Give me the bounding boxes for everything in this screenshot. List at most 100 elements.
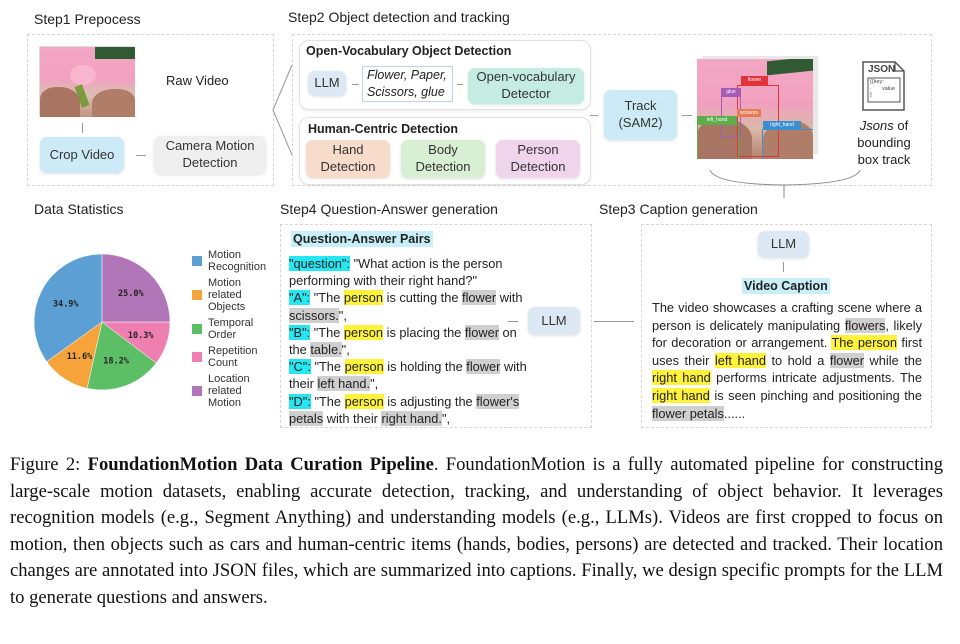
step2-title: Step2 Object detection and tracking <box>288 9 510 25</box>
qa-text: "The <box>310 324 344 340</box>
qa-person: person <box>344 359 384 375</box>
stats-title: Data Statistics <box>34 201 124 217</box>
caption-text-segment: first uses their <box>652 335 923 368</box>
qa-text: "The <box>310 393 345 409</box>
legend-swatch <box>192 386 202 396</box>
qa-object: flower <box>466 359 501 375</box>
open-vocab-detector-box: Open-vocabulary Detector <box>468 68 584 104</box>
caption-text-segment: while the <box>864 352 922 368</box>
bbox-label: left_hand <box>697 116 737 124</box>
step2-panel <box>292 34 932 186</box>
qa-option: "D": "The person is adjusting the flower… <box>289 393 529 427</box>
step4-title: Step4 Question-Answer generation <box>280 201 498 217</box>
qa-question: "question": "What action is the person p… <box>289 255 529 289</box>
qa-object: scissors. <box>289 307 339 323</box>
raw-video-thumbnail <box>38 45 135 117</box>
crop-video-box: Crop Video <box>40 137 124 173</box>
raw-video-label: Raw Video <box>166 73 229 88</box>
json-file-icon: JSON {{key: value } <box>859 60 907 112</box>
qa-pairs: "question": "What action is the person p… <box>289 255 529 427</box>
qa-object: table. <box>310 342 342 358</box>
qa-options: "A": "The person is cutting the flower w… <box>289 289 529 427</box>
qa-text: ", <box>370 376 379 392</box>
qa-object: flower <box>462 290 497 306</box>
qa-person: person <box>343 324 384 340</box>
json-line: } <box>870 92 872 98</box>
pie-slice <box>86 321 157 391</box>
human-centric-title: Human-Centric Detection <box>308 122 459 136</box>
caption-highlight: right hand <box>652 370 711 386</box>
arrow-left <box>594 321 634 322</box>
object-list-line: Scissors, glue <box>367 85 445 99</box>
caption-llm-box: LLM <box>758 231 809 258</box>
json-caption-rest: of bounding box track <box>857 118 911 167</box>
caption-highlight: right hand <box>652 387 710 403</box>
json-icon-content: {{key: value } <box>870 79 895 99</box>
step4-panel <box>280 224 592 428</box>
arrow-right <box>136 155 146 156</box>
legend-item: Temporal Order <box>192 317 282 341</box>
track-sam2-box: Track (SAM2) <box>604 90 677 140</box>
arrow-down <box>82 123 83 133</box>
qa-object: flower <box>464 324 499 340</box>
legend-swatch <box>192 352 202 362</box>
legend-swatch <box>192 256 202 266</box>
figure-caption-text: . FoundationMotion is a fully automated … <box>10 454 943 608</box>
arrow-left <box>508 321 518 322</box>
figure-title: FoundationMotion Data Curation Pipeline <box>87 454 434 475</box>
legend-label: Location related Motion <box>208 373 250 409</box>
step1-title: Step1 Prepocess <box>34 11 141 27</box>
caption-text-segment: , likely for decoration or arrangement. <box>652 317 922 351</box>
qa-key: "A": <box>289 290 311 306</box>
legend-swatch <box>192 324 202 334</box>
branch-connector <box>272 64 293 156</box>
qa-person: person <box>344 393 384 409</box>
caption-highlight: left hand <box>714 352 766 368</box>
caption-text-segment: is seen pinching and positioning the <box>709 387 922 403</box>
object-list-box: Flower, Paper, Scissors, glue <box>362 66 453 102</box>
qa-text: with <box>496 290 523 306</box>
qa-text: ", <box>441 410 451 426</box>
open-vocab-title: Open-Vocabulary Object Detection <box>306 44 512 58</box>
step3-title: Step3 Caption generation <box>599 201 758 217</box>
pie-slice-label: 18.2% <box>103 356 129 366</box>
json-line: value <box>882 85 896 92</box>
qa-text: "The <box>310 290 344 306</box>
legend-label: Temporal Order <box>208 317 254 341</box>
qa-key: "D": <box>289 393 311 409</box>
caption-highlight: The person <box>831 335 898 351</box>
pie-slice-label: 25.0% <box>118 289 144 299</box>
legend-label: Repetition Count <box>208 345 258 369</box>
qa-text: is adjusting the <box>383 393 477 409</box>
llm-box: LLM <box>308 71 346 96</box>
legend-item: Location related Motion <box>192 373 282 409</box>
pie-slice <box>33 253 103 362</box>
qa-title: Question-Answer Pairs <box>291 231 433 247</box>
pie-slice-label: 11.6% <box>67 352 93 362</box>
human-centric-section: Human-Centric Detection Hand Detection B… <box>299 117 591 185</box>
arrow-down <box>783 262 784 272</box>
tracked-video-thumbnail: flower glue scissors left_hand right_han… <box>697 55 819 159</box>
legend-swatch <box>192 290 202 300</box>
pie-slice-label: 10.3% <box>128 331 154 341</box>
json-line: {{key: <box>870 79 884 85</box>
qa-key: "B": <box>289 324 311 340</box>
caption-text-segment: ...... <box>723 405 746 421</box>
step3-panel <box>641 224 932 428</box>
bbox-label: scissors <box>737 109 761 117</box>
figure-label: Figure 2: <box>10 454 88 475</box>
qa-key: "question": <box>289 256 351 271</box>
video-caption-text: The video showcases a crafting scene whe… <box>652 299 922 422</box>
qa-option: "A": "The person is cutting the flower w… <box>289 289 529 323</box>
qa-person: person <box>343 290 384 306</box>
qa-text: is holding the <box>383 359 467 375</box>
arrow-right <box>590 115 598 116</box>
legend-label: Motion Recognition <box>208 249 267 273</box>
person-detection-box: Person Detection <box>496 140 580 178</box>
qa-option: "B": "The person is placing the flower o… <box>289 324 529 358</box>
legend-item: Repetition Count <box>192 345 282 369</box>
open-vocab-section: Open-Vocabulary Object Detection LLM Flo… <box>299 40 591 110</box>
legend-item: Motion related Objects <box>192 277 282 313</box>
video-caption-title: Video Caption <box>742 278 830 294</box>
